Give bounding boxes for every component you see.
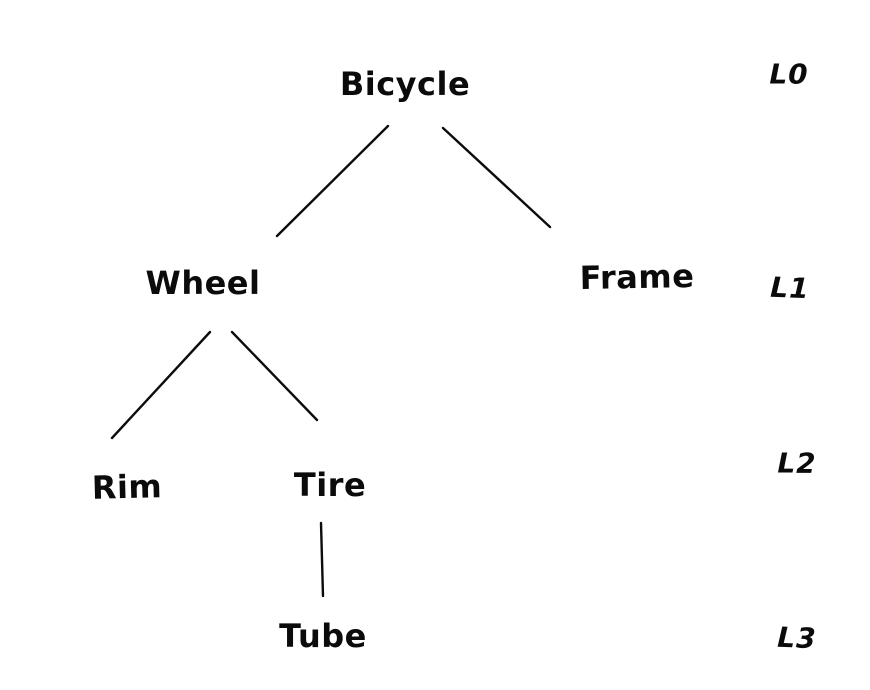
edge-bicycle-wheel bbox=[275, 124, 390, 238]
node-frame: Frame bbox=[579, 257, 695, 297]
level-label-l1: L1 bbox=[769, 270, 811, 306]
edge-bicycle-frame bbox=[441, 126, 552, 229]
node-bicycle: Bicycle bbox=[339, 65, 471, 103]
edge-tire-tube bbox=[319, 521, 325, 598]
node-tire: Tire bbox=[293, 466, 367, 504]
edge-wheel-rim bbox=[110, 330, 212, 440]
node-tube: Tube bbox=[279, 617, 367, 655]
edge-wheel-tire bbox=[230, 330, 319, 422]
level-label-l2: L2 bbox=[777, 446, 817, 480]
node-rim: Rim bbox=[91, 467, 163, 507]
level-label-l0: L0 bbox=[769, 57, 809, 91]
node-wheel: Wheel bbox=[145, 264, 261, 302]
level-label-l3: L3 bbox=[776, 620, 818, 656]
